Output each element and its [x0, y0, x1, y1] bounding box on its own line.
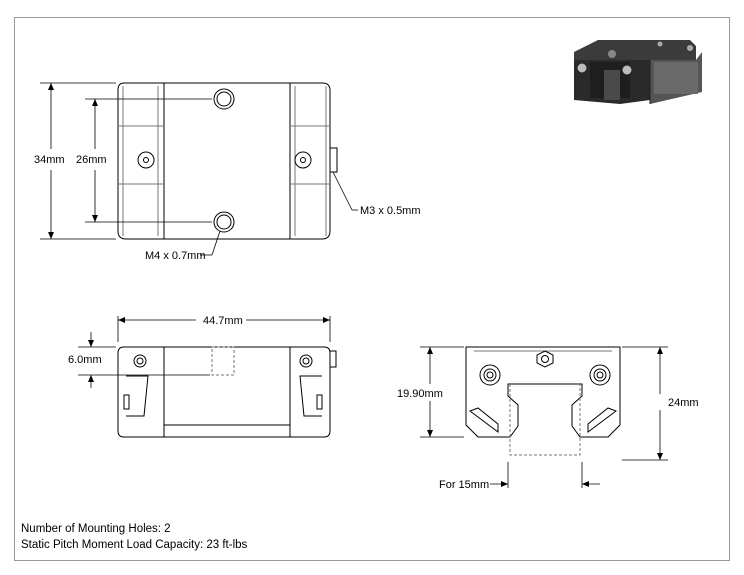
iso-preview-image: [574, 40, 702, 104]
dim-hole-offset: 6.0mm: [68, 354, 102, 366]
dim-body-height: 19.90mm: [397, 388, 443, 400]
end-view-arrows: [427, 347, 663, 487]
dim-length: 44.7mm: [203, 315, 243, 327]
front-view: [117, 346, 337, 438]
dim-width: 24mm: [668, 397, 699, 409]
end-view: [465, 346, 621, 456]
dim-mount-thread: M4 x 0.7mm: [145, 250, 206, 262]
note-moment-load: Static Pitch Moment Load Capacity: 23 ft…: [21, 539, 248, 551]
top-view-arrows: [48, 83, 98, 239]
top-view-dims: [40, 82, 358, 256]
end-view-dims: [420, 346, 668, 488]
front-view-dims: [78, 316, 331, 388]
dim-height-overall: 34mm: [34, 154, 65, 166]
top-view: [117, 82, 338, 240]
note-mounting-holes: Number of Mounting Holes: 2: [21, 523, 171, 535]
front-view-arrows: [88, 317, 330, 382]
dim-end-screw: M3 x 0.5mm: [360, 205, 421, 217]
dim-rail-size: For 15mm: [439, 479, 489, 491]
dim-mounting-spacing: 26mm: [76, 154, 107, 166]
sheet-border: [14, 17, 730, 561]
